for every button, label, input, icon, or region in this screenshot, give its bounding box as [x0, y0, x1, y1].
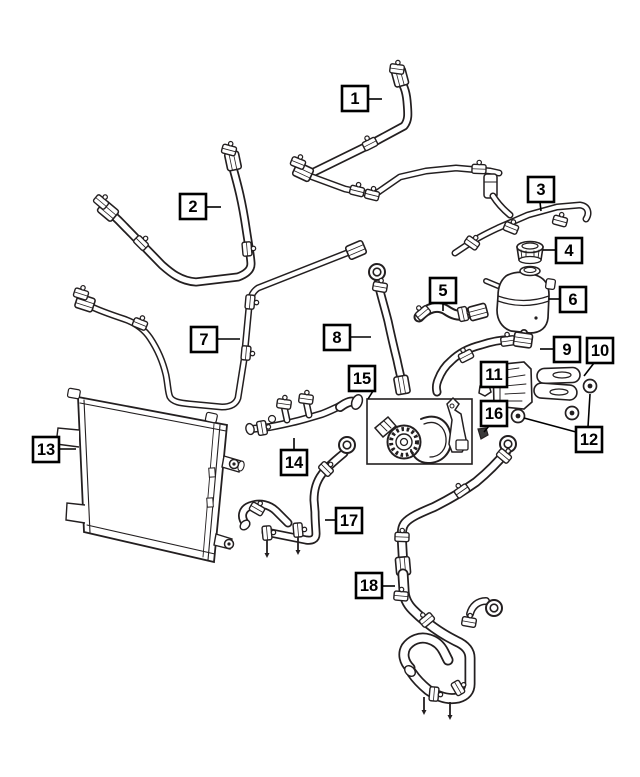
callout-7[interactable]: 7	[189, 325, 240, 354]
hose-2-art	[92, 139, 257, 287]
svg-text:10: 10	[591, 342, 609, 360]
callout-12[interactable]: 12	[523, 393, 604, 454]
svg-text:12: 12	[580, 431, 598, 449]
callout-9[interactable]: 9	[540, 335, 582, 364]
callout-10[interactable]: 10	[583, 336, 615, 377]
radiator-art	[55, 387, 245, 564]
hose-18-lower-art	[392, 568, 503, 721]
svg-text:15: 15	[353, 370, 371, 388]
callout-8[interactable]: 8	[322, 323, 371, 352]
callout-15[interactable]: 15	[347, 364, 377, 400]
callout-17[interactable]: 17	[325, 506, 364, 535]
svg-text:13: 13	[37, 441, 55, 459]
callout-12-leader-b	[523, 417, 577, 433]
svg-text:4: 4	[564, 242, 574, 260]
hose-8-art	[368, 263, 412, 396]
svg-text:1: 1	[350, 90, 359, 108]
svg-text:3: 3	[536, 181, 545, 199]
callout-6[interactable]: 6	[549, 285, 588, 314]
callout-3[interactable]: 3	[526, 175, 556, 212]
coolant-reservoir-art	[483, 265, 557, 345]
callout-14[interactable]: 14	[279, 438, 309, 477]
hose-17-art	[223, 436, 356, 559]
svg-text:18: 18	[360, 577, 378, 595]
callout-10-leader	[583, 362, 595, 377]
svg-text:8: 8	[332, 329, 341, 347]
hose-14-art	[245, 388, 364, 437]
tube-7-art	[72, 239, 368, 411]
svg-text:11: 11	[485, 366, 502, 384]
svg-text:7: 7	[199, 331, 208, 349]
callout-4[interactable]: 4	[543, 236, 584, 265]
svg-text:5: 5	[438, 282, 447, 300]
svg-text:9: 9	[562, 341, 571, 359]
callout-15-leader	[367, 390, 374, 400]
callout-5[interactable]: 5	[428, 276, 458, 311]
connecting-tube-art	[289, 151, 503, 202]
callout-12-leader-a	[587, 393, 591, 428]
coolant-cap-art	[516, 240, 544, 265]
svg-text:6: 6	[568, 291, 577, 309]
svg-text:2: 2	[188, 198, 197, 216]
water-pump-art	[366, 396, 473, 465]
callout-1[interactable]: 1	[340, 84, 382, 113]
svg-text:17: 17	[340, 512, 358, 530]
callout-11[interactable]: 11	[479, 360, 509, 389]
svg-text:16: 16	[485, 405, 503, 423]
svg-text:14: 14	[285, 454, 304, 472]
hose-1-art	[309, 58, 413, 177]
callout-3-leader	[539, 201, 542, 212]
callout-16[interactable]: 16	[479, 399, 509, 433]
hose-5-art	[411, 301, 490, 323]
tube-3-art	[451, 192, 592, 257]
callout-13[interactable]: 13	[31, 435, 76, 464]
callout-18[interactable]: 18	[354, 571, 395, 600]
hose-18-upper-art	[394, 435, 517, 577]
callout-2[interactable]: 2	[178, 192, 221, 221]
hose-9-art	[431, 330, 534, 397]
